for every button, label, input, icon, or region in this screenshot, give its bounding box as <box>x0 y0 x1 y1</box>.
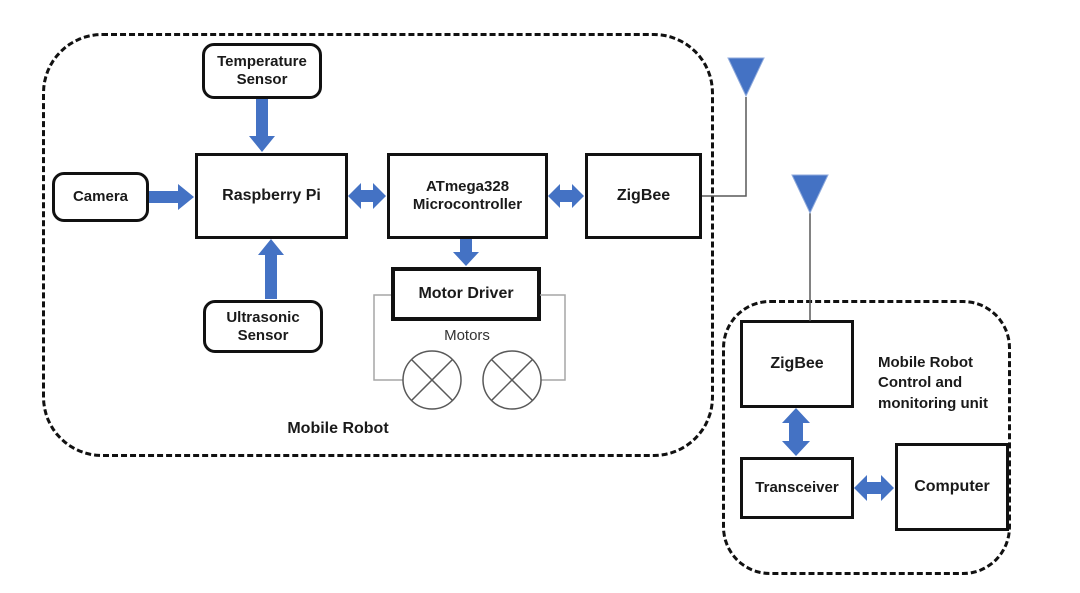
raspberry-pi-node: Raspberry Pi <box>195 153 348 239</box>
mobile-robot-boundary <box>42 33 714 457</box>
zigbee-robot-node: ZigBee <box>585 153 702 239</box>
motors-label: Motors <box>444 327 490 344</box>
computer-node: Computer <box>895 443 1009 531</box>
atmega328-microcontroller-node: ATmega328 Microcontroller <box>387 153 548 239</box>
motor-driver-node: Motor Driver <box>391 267 541 321</box>
zigbee-control-node: ZigBee <box>740 320 854 408</box>
ultrasonic-sensor-node: Ultrasonic Sensor <box>203 300 323 353</box>
mobile-robot-label: Mobile Robot <box>287 420 389 437</box>
control-unit-boundary <box>722 300 1011 575</box>
temperature-sensor-node: Temperature Sensor <box>202 43 322 99</box>
control-unit-label: Mobile Robot Control and monitoring unit <box>878 354 988 412</box>
transceiver-node: Transceiver <box>740 457 854 519</box>
camera-node: Camera <box>52 172 149 222</box>
